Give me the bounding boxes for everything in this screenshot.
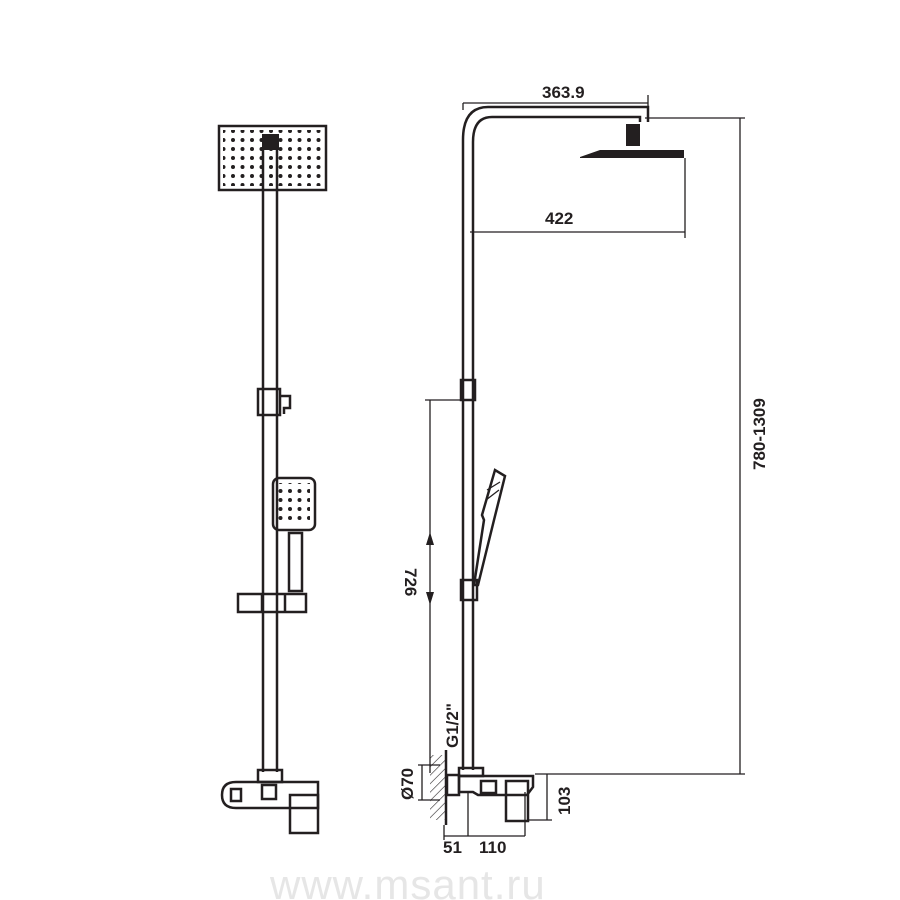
- shower-arm: [461, 105, 684, 770]
- side-slider: [459, 578, 479, 602]
- side-top-connector: [459, 378, 477, 402]
- dim-110: 110: [479, 838, 506, 857]
- dimension-slide: 726: [401, 399, 463, 773]
- dimension-arm-length: 363.9: [462, 83, 649, 110]
- dimension-spout-height: 103: [528, 774, 574, 821]
- riser-pipe: [261, 150, 279, 772]
- overhead-shower-head: [217, 124, 328, 192]
- side-hand-shower: [472, 468, 507, 587]
- dimension-height: 780-1309: [535, 117, 769, 775]
- side-view: 363.9 422 780-1309 726 G1/2" Ø70: [398, 83, 769, 857]
- slide-holder: [236, 592, 308, 614]
- watermark: www.msant.ru: [269, 861, 546, 900]
- mixer-front: [220, 768, 320, 835]
- top-connector: [256, 387, 292, 417]
- dim-o70: Ø70: [398, 768, 417, 800]
- dimension-head-reach: 422: [470, 158, 686, 238]
- dim-363-9: 363.9: [542, 83, 585, 102]
- front-view: [217, 124, 328, 835]
- dim-726: 726: [401, 568, 420, 596]
- dim-422: 422: [545, 209, 573, 228]
- dim-103: 103: [555, 787, 574, 815]
- dim-g1-2: G1/2": [443, 703, 462, 748]
- side-mixer: [430, 750, 535, 836]
- dimension-escutcheon: Ø70: [398, 764, 440, 801]
- dimension-base: 51 110: [443, 825, 525, 857]
- hand-shower: [271, 476, 317, 593]
- dim-780-1309: 780-1309: [750, 398, 769, 470]
- dim-51: 51: [443, 838, 462, 857]
